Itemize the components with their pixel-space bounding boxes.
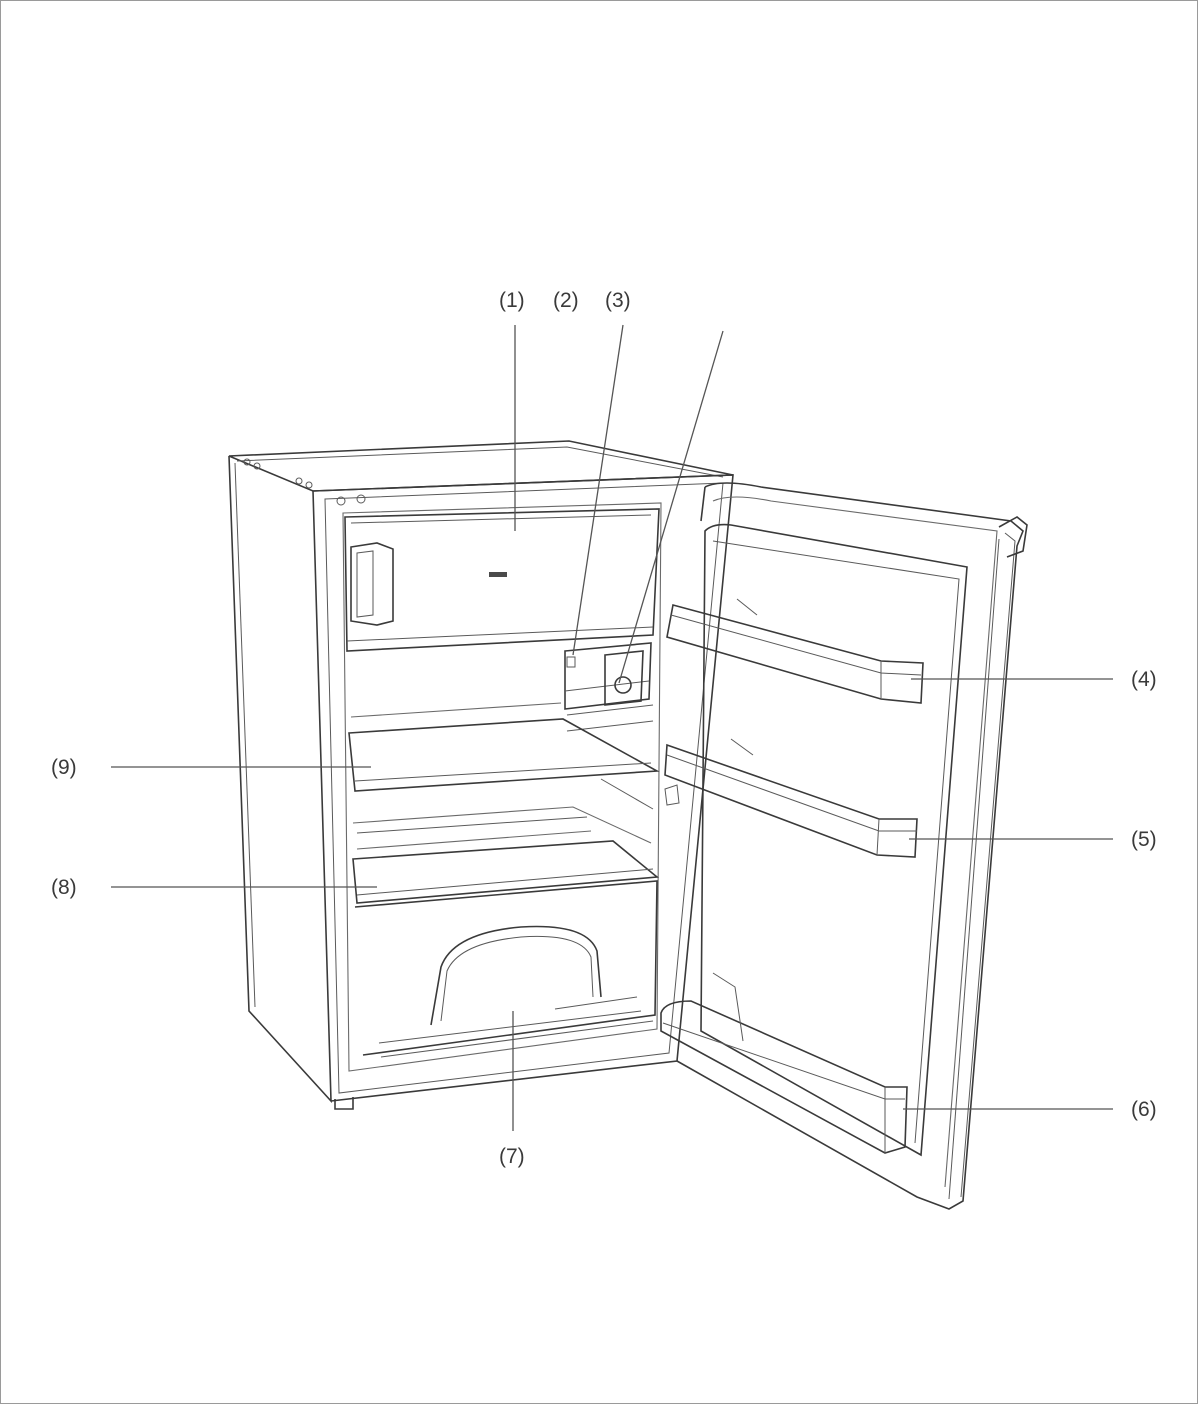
callout-2: (2) xyxy=(553,289,579,312)
leader-3 xyxy=(618,330,724,684)
callout-9: (9) xyxy=(51,756,77,779)
callout-1: (1) xyxy=(499,289,525,312)
leader-lines xyxy=(111,324,1113,1131)
callout-4: (4) xyxy=(1131,668,1157,691)
callout-8: (8) xyxy=(51,876,77,899)
cabinet xyxy=(228,440,734,1110)
callout-7: (7) xyxy=(499,1145,525,1168)
leader-2 xyxy=(572,324,624,656)
door xyxy=(660,482,1028,1210)
interior xyxy=(342,502,662,1072)
callout-3: (3) xyxy=(605,289,631,312)
callout-labels: (1) (2) (3) (4) (5) (6) (7) (8) (9) xyxy=(51,289,1157,1168)
callout-5: (5) xyxy=(1131,828,1157,851)
callout-6: (6) xyxy=(1131,1098,1157,1121)
